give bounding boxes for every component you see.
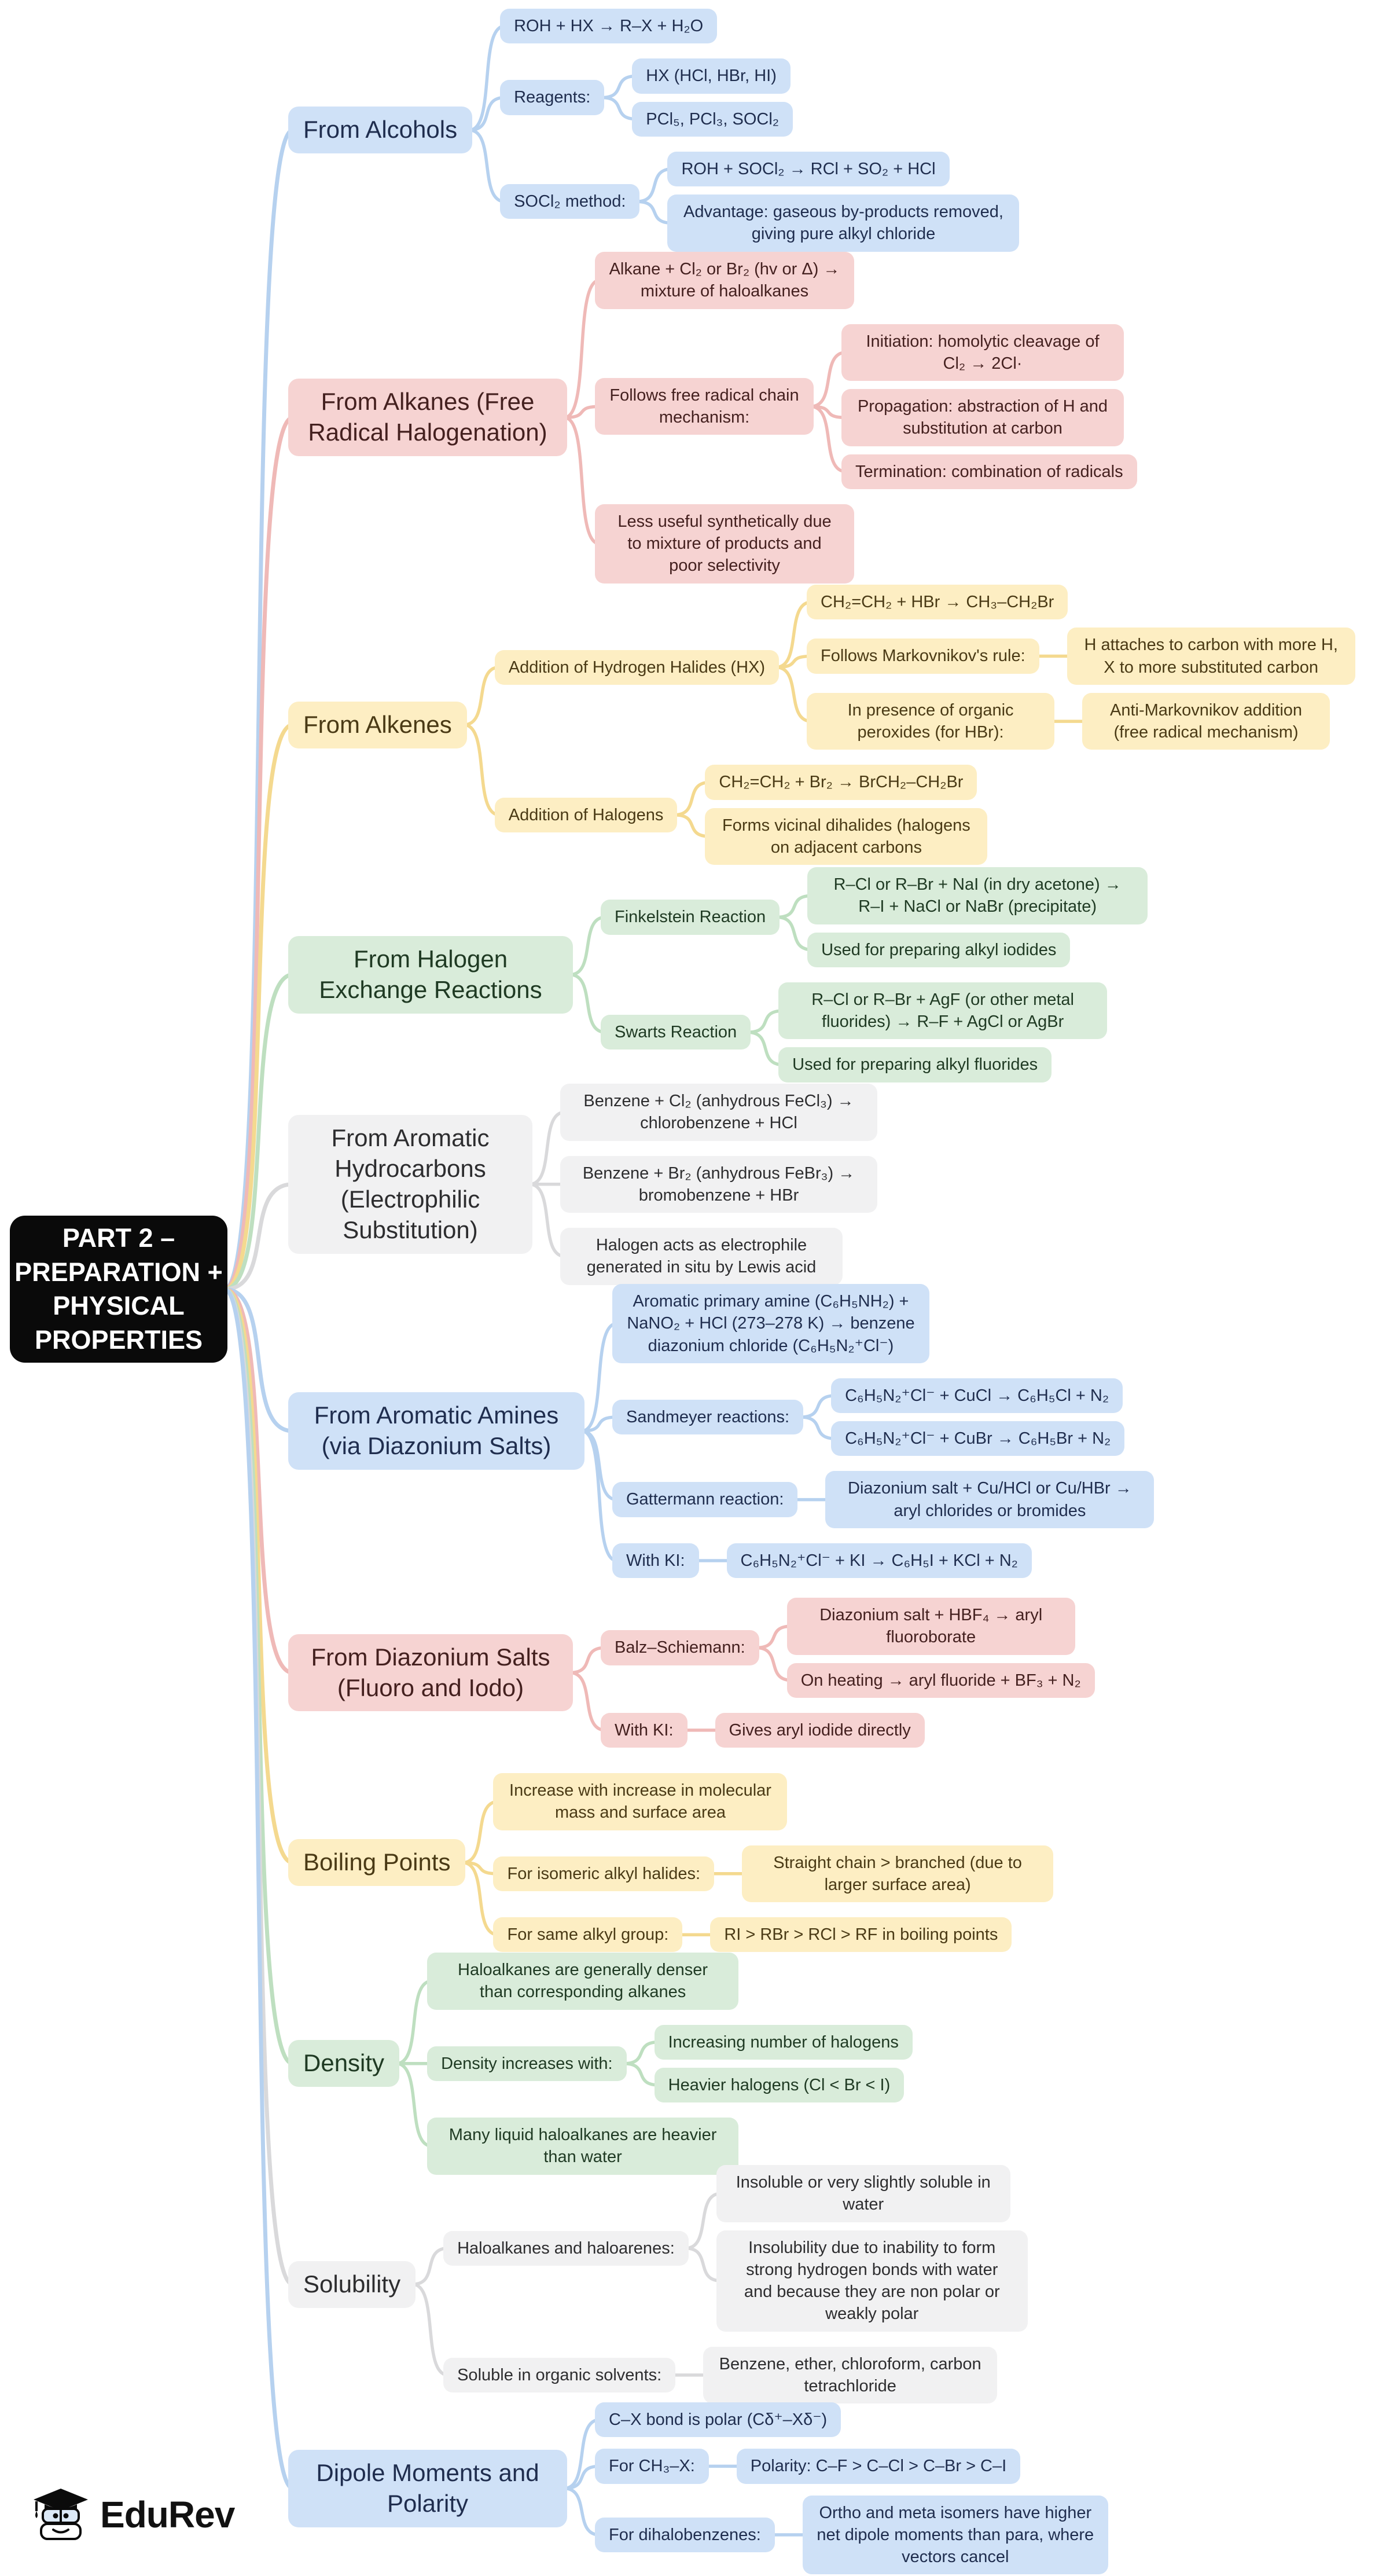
mindmap-node: Insolubility due to inability to form st… [716, 2230, 1028, 2332]
mindmap-node: Propagation: abstraction of H and substi… [841, 389, 1124, 446]
branch-node-from-diazonium-salts: From Diazonium Salts (Fluoro and Iodo) [288, 1634, 573, 1712]
mindmap-node: Reagents: [500, 80, 605, 115]
mindmap-node: C₆H₅N₂⁺Cl⁻ + CuBr → C₆H₅Br + N₂ [831, 1421, 1125, 1456]
branch-node-from-aromatic-hydrocarbons: From Aromatic Hydrocarbons (Electrophili… [288, 1114, 532, 1254]
mindmap-node: Heavier halogens (Cl < Br < I) [654, 2067, 905, 2103]
mindmap-node: Addition of Halogens [494, 797, 678, 832]
mindmap-node: Balz–Schiemann: [601, 1630, 759, 1665]
mindmap-node: Benzene + Cl₂ (anhydrous FeCl₃) → chloro… [560, 1084, 877, 1141]
mindmap-branch: From Aromatic Hydrocarbons (Electrophili… [288, 1084, 877, 1285]
mindmap-node: Follows Markovnikov's rule: [807, 639, 1039, 674]
mindmap-branch: From Alkenes Addition of Hydrogen Halides… [288, 585, 1355, 865]
mindmap-node: For dihalobenzenes: [595, 2517, 775, 2553]
branch-node-from-alcohols: From Alcohols [288, 107, 473, 154]
mindmap-node: Used for preparing alkyl iodides [807, 932, 1071, 967]
mindmap-node: Forms vicinal dihalides (halogens on adj… [705, 808, 988, 865]
mindmap-node: Soluble in organic solvents: [443, 2357, 676, 2392]
branch-node-from-alkenes: From Alkenes [288, 701, 467, 748]
mindmap-node: Gives aryl iodide directly [715, 1712, 925, 1748]
branch-node-dipole-moments: Dipole Moments and Polarity [288, 2449, 567, 2527]
mindmap-node: Increase with increase in molecular mass… [493, 1773, 788, 1830]
mindmap-node: Termination: combination of radicals [841, 454, 1137, 489]
mindmap-node: R–Cl or R–Br + AgF (or other metal fluor… [778, 982, 1108, 1040]
mindmap-node: H attaches to carbon with more H, X to m… [1067, 628, 1355, 685]
mindmap-node: With KI: [612, 1543, 699, 1579]
branch-node-from-halogen-exchange: From Halogen Exchange Reactions [288, 935, 573, 1014]
mindmap-node: HX (HCl, HBr, HI) [632, 58, 791, 94]
mindmap-node: Follows free radical chain mechanism: [595, 377, 814, 435]
mindmap-node: Density increases with: [427, 2046, 627, 2081]
mindmap-branch: From Halogen Exchange Reactions Finkelste… [288, 867, 1148, 1082]
mindmap-node: In presence of organic peroxides (for HB… [807, 692, 1055, 750]
mindmap-branch: From Diazonium Salts (Fluoro and Iodo) Ba… [288, 1598, 1095, 1748]
mindmap-node: Addition of Hydrogen Halides (HX) [494, 649, 780, 685]
mindmap-node: C₆H₅N₂⁺Cl⁻ + CuCl → C₆H₅Cl + N₂ [831, 1378, 1123, 1414]
mindmap-node: CH₂=CH₂ + HBr → CH₃–CH₂Br [807, 585, 1068, 620]
mindmap-node: For same alkyl group: [493, 1917, 683, 1953]
mindmap-branch: Solubility Haloalkanes and haloarenes: Ins… [288, 2165, 1028, 2404]
mindmap-node: Haloalkanes are generally denser than co… [427, 1953, 739, 2010]
mindmap-node: Polarity: C–F > C–Cl > C–Br > C–I [736, 2449, 1021, 2484]
mindmap-node: With KI: [601, 1712, 688, 1748]
branch-node-solubility: Solubility [288, 2261, 416, 2308]
mindmap-node: Gattermann reaction: [612, 1482, 798, 1517]
mindmap-node: Used for preparing alkyl fluorides [778, 1047, 1052, 1082]
mindmap-node: Straight chain > branched (due to larger… [742, 1845, 1054, 1903]
mindmap-node: Less useful synthetically due to mixture… [595, 504, 854, 584]
mindmap-node: ROH + SOCl₂ → RCl + SO₂ + HCl [667, 151, 950, 187]
mindmap-branch: From Aromatic Amines (via Diazonium Salt… [288, 1284, 1155, 1579]
mindmap-node: Anti-Markovnikov addition (free radical … [1082, 692, 1330, 750]
branch-node-from-alkanes: From Alkanes (Free Radical Halogenation) [288, 379, 567, 457]
branch-node-from-aromatic-amines: From Aromatic Amines (via Diazonium Salt… [288, 1392, 584, 1470]
mindmap-node: Halogen acts as electrophile generated i… [560, 1228, 843, 1285]
edurev-wordmark: EduRev [100, 2494, 235, 2535]
mindmap-node: Many liquid haloalkanes are heavier than… [427, 2118, 739, 2175]
mindmap-node: Advantage: gaseous by-products removed, … [667, 195, 1020, 252]
mindmap-node: Initiation: homolytic cleavage of Cl₂ → … [841, 324, 1124, 381]
mindmap-node: RI > RBr > RCl > RF in boiling points [710, 1917, 1012, 1953]
mindmap-node: PCl₅, PCl₃, SOCl₂ [632, 101, 793, 137]
mindmap-node: Finkelstein Reaction [601, 900, 780, 935]
mindmap-branch: From Alcohols ROH + HX → R–X + H₂O Reagent… [288, 9, 1020, 252]
mindmap-node: ROH + HX → R–X + H₂O [500, 9, 718, 44]
mindmap-node: On heating → aryl fluoride + BF₃ + N₂ [786, 1663, 1095, 1698]
mindmap-node: Diazonium salt + Cu/HCl or Cu/HBr → aryl… [825, 1471, 1155, 1528]
edurev-logo: EduRev [32, 2487, 235, 2542]
branch-node-density: Density [288, 2040, 400, 2087]
mindmap-branch: Density Haloalkanes are generally denser … [288, 1953, 913, 2175]
mindmap-branch: Dipole Moments and Polarity C–X bond is p… [288, 2402, 1108, 2575]
mindmap-node: C₆H₅N₂⁺Cl⁻ + KI → C₆H₅I + KCl + N₂ [726, 1543, 1032, 1579]
mindmap-node: Insoluble or very slightly soluble in wa… [716, 2165, 1010, 2222]
central-topic: PART 2 – PREPARATION + PHYSICAL PROPERTI… [10, 1216, 227, 1363]
edurev-mascot-icon [34, 2489, 88, 2540]
mindmap-node: For isomeric alkyl halides: [493, 1856, 715, 1891]
mindmap-node: CH₂=CH₂ + Br₂ → BrCH₂–CH₂Br [705, 765, 977, 800]
mindmap-node: SOCl₂ method: [500, 184, 640, 219]
mindmap-node: Sandmeyer reactions: [612, 1399, 804, 1435]
branch-node-boiling-points: Boiling Points [288, 1839, 466, 1887]
mindmap-node: Benzene, ether, chloroform, carbon tetra… [703, 2346, 998, 2404]
mindmap-node: Alkane + Cl₂ or Br₂ (hv or Δ) → mixture … [595, 252, 854, 309]
mindmap-node: Increasing number of halogens [654, 2024, 913, 2060]
mindmap-branch: Boiling Points Increase with increase in … [288, 1773, 1054, 1953]
mindmap-node: C–X bond is polar (Cδ⁺–Xδ⁻) [595, 2402, 841, 2438]
mindmap-branch: From Alkanes (Free Radical Halogenation)… [288, 252, 1137, 584]
mindmap-node: Benzene + Br₂ (anhydrous FeBr₃) → bromob… [560, 1155, 877, 1213]
mindmap-node: Aromatic primary amine (C₆H₅NH₂) + NaNO₂… [612, 1284, 929, 1363]
mindmap-node: Ortho and meta isomers have higher net d… [802, 2495, 1108, 2575]
mindmap-node: R–Cl or R–Br + NaI (in dry acetone) → R–… [807, 867, 1148, 924]
mindmap-node: For CH₃–X: [595, 2449, 709, 2484]
mindmap-node: Haloalkanes and haloarenes: [443, 2230, 689, 2266]
mindmap-node: Swarts Reaction [601, 1015, 751, 1050]
mindmap-node: Diazonium salt + HBF₄ → aryl fluoroborat… [786, 1598, 1075, 1655]
